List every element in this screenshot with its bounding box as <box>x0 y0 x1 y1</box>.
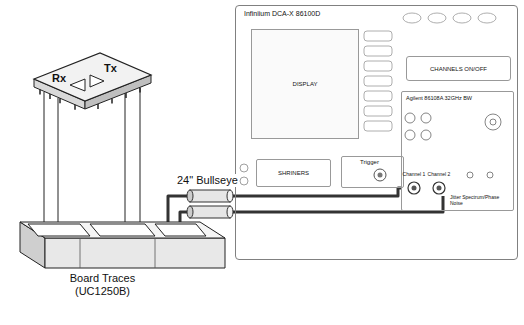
illustration-part <box>421 113 431 123</box>
status-display: SHRINERS <box>256 159 331 187</box>
illustration-part <box>90 224 155 236</box>
illustration-part <box>190 190 230 202</box>
node-text: Channel 1 <box>402 172 426 178</box>
illustration-part <box>405 130 415 140</box>
illustration-part <box>140 88 141 222</box>
cable-label: 24" Bullseye <box>176 174 239 187</box>
illustration-part <box>428 13 446 23</box>
illustration-part <box>240 177 248 185</box>
illustration-part <box>487 172 493 178</box>
cable-sleeve <box>187 206 233 218</box>
illustration-part <box>70 79 85 91</box>
illustration-part <box>364 31 392 41</box>
node-text: Rx <box>52 72 66 85</box>
node-text: SHRINERS <box>278 170 309 177</box>
trigger-panel: Trigger <box>341 156 404 188</box>
illustration-part <box>403 13 421 23</box>
oscilloscope-housing: Infiniium DCA-X 86100D DISPLAY CHANNELS ON… <box>235 5 518 260</box>
node-text: CHANNELS ON/OFF <box>430 65 487 72</box>
illustration-part <box>155 238 156 268</box>
illustration-part <box>485 114 501 130</box>
illustration-part <box>240 164 248 172</box>
illustration-part <box>155 224 206 236</box>
channels-panel: CHANNELS ON/OFF <box>406 56 511 81</box>
illustration-part <box>187 190 193 202</box>
illustration-part <box>453 13 471 23</box>
illustration-part <box>90 75 104 87</box>
illustration-part <box>111 98 113 103</box>
illustration-part <box>364 76 392 86</box>
illustration-part <box>364 121 392 131</box>
illustration-part <box>478 13 496 23</box>
illustration-part <box>39 89 41 94</box>
sampling-module: Agilent 86108A 32GHz BW Channel 1Channel … <box>401 91 514 211</box>
illustration-part <box>364 91 392 101</box>
node-text: Agilent 86108A 32GHz BW <box>406 95 472 101</box>
display-panel: DISPLAY <box>251 29 359 139</box>
module-connectors <box>405 113 501 178</box>
cable-sleeve <box>187 190 233 202</box>
illustration-part <box>190 206 230 218</box>
node-text: DISPLAY <box>293 81 318 88</box>
illustration-part <box>58 98 59 222</box>
node-text: Trigger <box>342 159 397 166</box>
illustration-part <box>49 94 51 99</box>
illustration-part <box>408 182 420 194</box>
illustration-part <box>412 186 417 191</box>
illustration-part <box>28 224 90 236</box>
channel-connector: Channel 2 <box>427 172 459 196</box>
node-text: Channel 2 <box>427 172 451 178</box>
trigger-connector <box>374 169 386 181</box>
illustration-part <box>20 222 225 238</box>
illustration-part <box>125 93 127 98</box>
node-text: Tx <box>104 62 117 75</box>
illustration-part <box>139 87 141 92</box>
chip-leads <box>44 88 140 222</box>
illustration-part <box>437 186 442 191</box>
illustration-part <box>227 206 233 218</box>
illustration-part <box>378 173 383 178</box>
illustration-part <box>364 61 392 71</box>
illustration-part <box>490 119 496 125</box>
illustration-part <box>364 106 392 116</box>
board-traces: Board Traces (UC1250B) <box>20 222 225 302</box>
illustration-part <box>374 169 386 181</box>
illustration-part <box>467 172 473 178</box>
illustration-part <box>34 53 151 101</box>
chip-package: Rx Tx <box>30 45 155 125</box>
illustration-part <box>433 182 445 194</box>
node-text: Board Traces (UC1250B) <box>45 272 160 297</box>
button-column <box>364 31 392 131</box>
illustration-part <box>364 46 392 56</box>
illustration-part <box>125 94 126 222</box>
illustration-part <box>80 238 81 268</box>
illustration-part <box>421 130 431 140</box>
side-knobs <box>240 164 248 185</box>
coax-cable <box>168 188 402 222</box>
illustration-part <box>74 105 76 110</box>
button-row <box>403 13 496 23</box>
illustration-part <box>227 190 233 202</box>
illustration-part <box>405 113 415 123</box>
illustration-part <box>45 238 225 268</box>
panel-label: Jitter Spectrum/Phase Noise <box>450 195 510 207</box>
illustration-part <box>97 104 99 109</box>
node-outline <box>30 45 155 125</box>
illustration-part <box>59 98 61 103</box>
illustration-part <box>187 206 193 218</box>
node-text: Infiniium DCA-X 86100D <box>244 10 320 18</box>
illustration-part <box>44 92 45 222</box>
